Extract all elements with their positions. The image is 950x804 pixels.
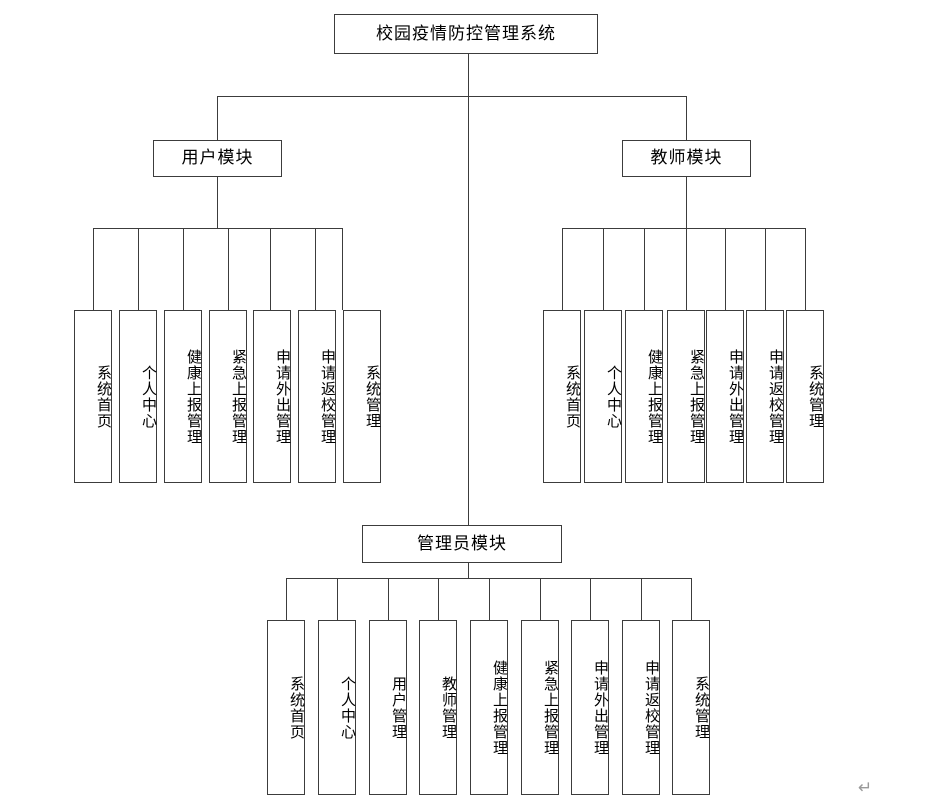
connector-admin-leaf-drop-0 (286, 578, 287, 620)
node-teacher-leaf-0-label: 系统首页 (564, 364, 581, 429)
node-admin-leaf-8-label: 系统管理 (693, 675, 710, 740)
node-user-leaf-1-label: 个人中心 (140, 364, 157, 429)
node-admin-leaf-4-label: 健康上报管理 (491, 659, 508, 756)
node-root-label: 校园疫情防控管理系统 (376, 23, 556, 43)
connector-user-leaf-bus (93, 228, 342, 229)
connector-user-leaf-drop-0 (93, 228, 94, 310)
node-user-leaf-0-label: 系统首页 (95, 364, 112, 429)
node-teacher-leaf-1-label: 个人中心 (605, 364, 622, 429)
connector-admin-leaf-drop-5 (540, 578, 541, 620)
node-admin-module[interactable]: 管理员模块 (362, 525, 562, 563)
node-admin-leaf-2-label: 用户管理 (390, 675, 407, 740)
node-teacher-leaf-4-label: 申请外出管理 (727, 348, 744, 445)
node-admin-leaf-2[interactable]: 用户管理 (369, 620, 407, 795)
connector-teacher-leaf-drop-4 (725, 228, 726, 310)
connector-user-leaf-drop-1 (138, 228, 139, 310)
connector-drop-user-module (217, 96, 218, 140)
node-user-module[interactable]: 用户模块 (153, 140, 282, 177)
connector-user-leaf-drop-3 (228, 228, 229, 310)
node-user-leaf-5[interactable]: 申请返校管理 (298, 310, 336, 483)
connector-user-leaf-drop-6 (342, 228, 343, 310)
connector-admin-leaf-drop-8 (691, 578, 692, 620)
node-user-leaf-2[interactable]: 健康上报管理 (164, 310, 202, 483)
connector-teacher-leaf-drop-2 (644, 228, 645, 310)
connector-user-leaf-drop-2 (183, 228, 184, 310)
node-user-leaf-3-label: 紧急上报管理 (230, 348, 247, 445)
node-teacher-leaf-0[interactable]: 系统首页 (543, 310, 581, 483)
node-admin-leaf-0-label: 系统首页 (288, 675, 305, 740)
node-admin-leaf-4[interactable]: 健康上报管理 (470, 620, 508, 795)
connector-spine-admin-module (468, 96, 469, 525)
connector-user-leaf-drop-5 (315, 228, 316, 310)
connector-teacher-leaf-drop-0 (562, 228, 563, 310)
connector-teacher-leaf-bus (562, 228, 805, 229)
node-user-leaf-6[interactable]: 系统管理 (343, 310, 381, 483)
connector-root-stem (468, 54, 469, 96)
node-root[interactable]: 校园疫情防控管理系统 (334, 14, 598, 54)
connector-admin-leaf-drop-2 (388, 578, 389, 620)
node-admin-leaf-5[interactable]: 紧急上报管理 (521, 620, 559, 795)
node-admin-module-label: 管理员模块 (417, 533, 507, 553)
connector-teacher-leaf-drop-6 (805, 228, 806, 310)
node-admin-leaf-7[interactable]: 申请返校管理 (622, 620, 660, 795)
connector-user-leaf-drop-4 (270, 228, 271, 310)
node-user-leaf-1[interactable]: 个人中心 (119, 310, 157, 483)
node-teacher-leaf-3[interactable]: 紧急上报管理 (667, 310, 705, 483)
node-user-leaf-2-label: 健康上报管理 (185, 348, 202, 445)
node-admin-leaf-7-label: 申请返校管理 (643, 659, 660, 756)
node-teacher-leaf-6-label: 系统管理 (807, 364, 824, 429)
node-teacher-module-label: 教师模块 (650, 148, 723, 168)
node-user-leaf-4[interactable]: 申请外出管理 (253, 310, 291, 483)
node-admin-leaf-1-label: 个人中心 (339, 675, 356, 740)
node-teacher-leaf-1[interactable]: 个人中心 (584, 310, 622, 483)
node-teacher-leaf-2[interactable]: 健康上报管理 (625, 310, 663, 483)
node-teacher-leaf-5-label: 申请返校管理 (767, 348, 784, 445)
node-teacher-module[interactable]: 教师模块 (622, 140, 751, 177)
connector-user-module-stem (217, 177, 218, 228)
node-admin-leaf-0[interactable]: 系统首页 (267, 620, 305, 795)
node-user-leaf-4-label: 申请外出管理 (274, 348, 291, 445)
connector-level1-bus (217, 96, 686, 97)
connector-admin-leaf-drop-4 (489, 578, 490, 620)
node-admin-leaf-3-label: 教师管理 (440, 675, 457, 740)
paragraph-mark-icon: ↵ (858, 778, 873, 798)
node-teacher-leaf-4[interactable]: 申请外出管理 (706, 310, 744, 483)
node-admin-leaf-5-label: 紧急上报管理 (542, 659, 559, 756)
node-teacher-leaf-5[interactable]: 申请返校管理 (746, 310, 784, 483)
node-admin-leaf-6[interactable]: 申请外出管理 (571, 620, 609, 795)
connector-teacher-leaf-drop-1 (603, 228, 604, 310)
connector-admin-leaf-drop-7 (641, 578, 642, 620)
node-admin-leaf-8[interactable]: 系统管理 (672, 620, 710, 795)
connector-teacher-leaf-drop-3 (686, 228, 687, 310)
connector-admin-leaf-drop-3 (438, 578, 439, 620)
node-user-leaf-6-label: 系统管理 (364, 364, 381, 429)
connector-admin-leaf-drop-6 (590, 578, 591, 620)
connector-admin-module-stem (468, 563, 469, 578)
node-teacher-leaf-3-label: 紧急上报管理 (688, 348, 705, 445)
node-admin-leaf-1[interactable]: 个人中心 (318, 620, 356, 795)
node-admin-leaf-3[interactable]: 教师管理 (419, 620, 457, 795)
node-user-leaf-3[interactable]: 紧急上报管理 (209, 310, 247, 483)
node-teacher-leaf-6[interactable]: 系统管理 (786, 310, 824, 483)
connector-drop-teacher-module (686, 96, 687, 140)
connector-admin-leaf-drop-1 (337, 578, 338, 620)
node-user-leaf-0[interactable]: 系统首页 (74, 310, 112, 483)
node-teacher-leaf-2-label: 健康上报管理 (646, 348, 663, 445)
connector-admin-leaf-bus (286, 578, 691, 579)
node-user-leaf-5-label: 申请返校管理 (319, 348, 336, 445)
node-admin-leaf-6-label: 申请外出管理 (592, 659, 609, 756)
node-user-module-label: 用户模块 (181, 148, 254, 168)
connector-teacher-module-stem (686, 177, 687, 228)
connector-teacher-leaf-drop-5 (765, 228, 766, 310)
